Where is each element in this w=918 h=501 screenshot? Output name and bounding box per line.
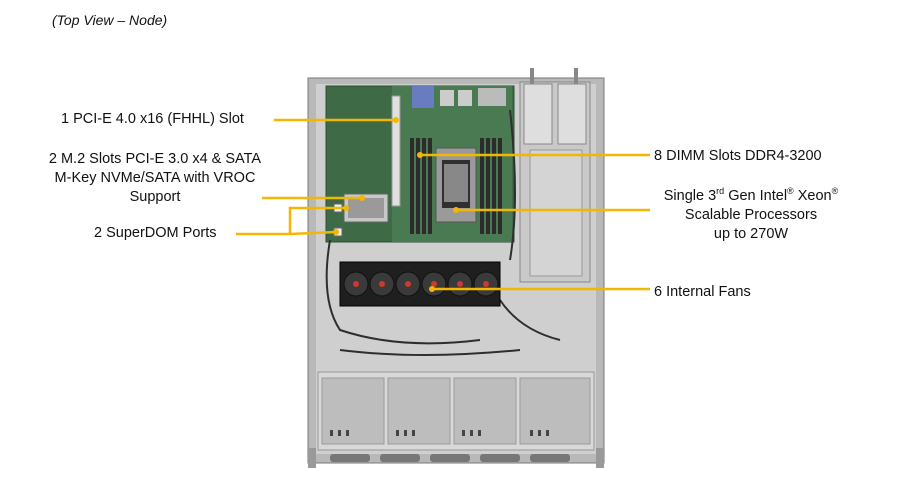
cpu-label-line1: Single 3rd Gen Intel® Xeon® bbox=[646, 187, 856, 206]
cpu-label-line3: up to 270W bbox=[646, 225, 856, 244]
superdom-label: 2 SuperDOM Ports bbox=[94, 224, 217, 243]
dimm-slots-label: 8 DIMM Slots DDR4-3200 bbox=[654, 147, 822, 166]
pcie-riser bbox=[392, 96, 400, 206]
m2-label-line1: 2 M.2 Slots PCI-E 3.0 x4 & SATA bbox=[30, 150, 280, 169]
m2-label-line2: M-Key NVMe/SATA with VROC bbox=[30, 169, 280, 188]
power-supplies bbox=[520, 68, 590, 282]
m2-label-line3: Support bbox=[30, 188, 280, 207]
pcie-slot-label: 1 PCI-E 4.0 x16 (FHHL) Slot bbox=[61, 110, 244, 129]
cpu-label-line2: Scalable Processors bbox=[646, 206, 856, 225]
internal-fans bbox=[340, 262, 500, 306]
cpu-label: Single 3rd Gen Intel® Xeon® Scalable Pro… bbox=[646, 187, 856, 244]
m2-slots-label: 2 M.2 Slots PCI-E 3.0 x4 & SATA M-Key NV… bbox=[30, 150, 280, 207]
fans-label: 6 Internal Fans bbox=[654, 283, 751, 302]
